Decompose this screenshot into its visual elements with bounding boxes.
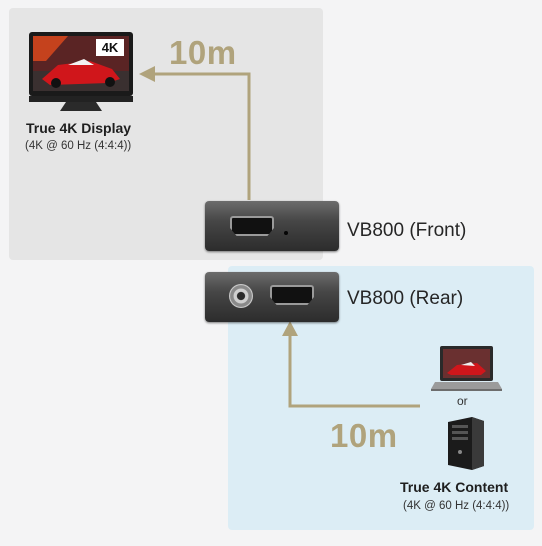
hdmi-port-icon — [270, 285, 314, 305]
desktop-tower-icon — [448, 417, 484, 470]
laptop-icon — [431, 346, 502, 391]
display-arrowhead — [139, 66, 155, 82]
vb800-rear-label: VB800 (Rear) — [347, 288, 464, 309]
source-cable-line — [288, 334, 420, 408]
vb800-rear-unit — [205, 272, 339, 322]
source-distance-label: 10m — [330, 417, 398, 454]
display-4k-badge: 4K — [102, 40, 119, 55]
monitor-icon: 4K — [29, 32, 133, 111]
content-title: True 4K Content — [400, 479, 509, 495]
display-spec: (4K @ 60 Hz (4:4:4)) — [25, 140, 132, 152]
vb800-front-label: VB800 (Front) — [347, 220, 467, 241]
power-led — [284, 231, 288, 235]
or-separator: or — [457, 394, 468, 408]
source-arrowhead — [282, 321, 298, 336]
content-spec: (4K @ 60 Hz (4:4:4)) — [403, 500, 510, 512]
display-cable-line — [153, 72, 251, 200]
display-title: True 4K Display — [26, 120, 132, 136]
display-distance-label: 10m — [169, 34, 237, 71]
hdmi-port-icon — [230, 216, 274, 236]
bnc-port-icon — [229, 284, 253, 308]
vb800-front-unit — [205, 201, 339, 251]
